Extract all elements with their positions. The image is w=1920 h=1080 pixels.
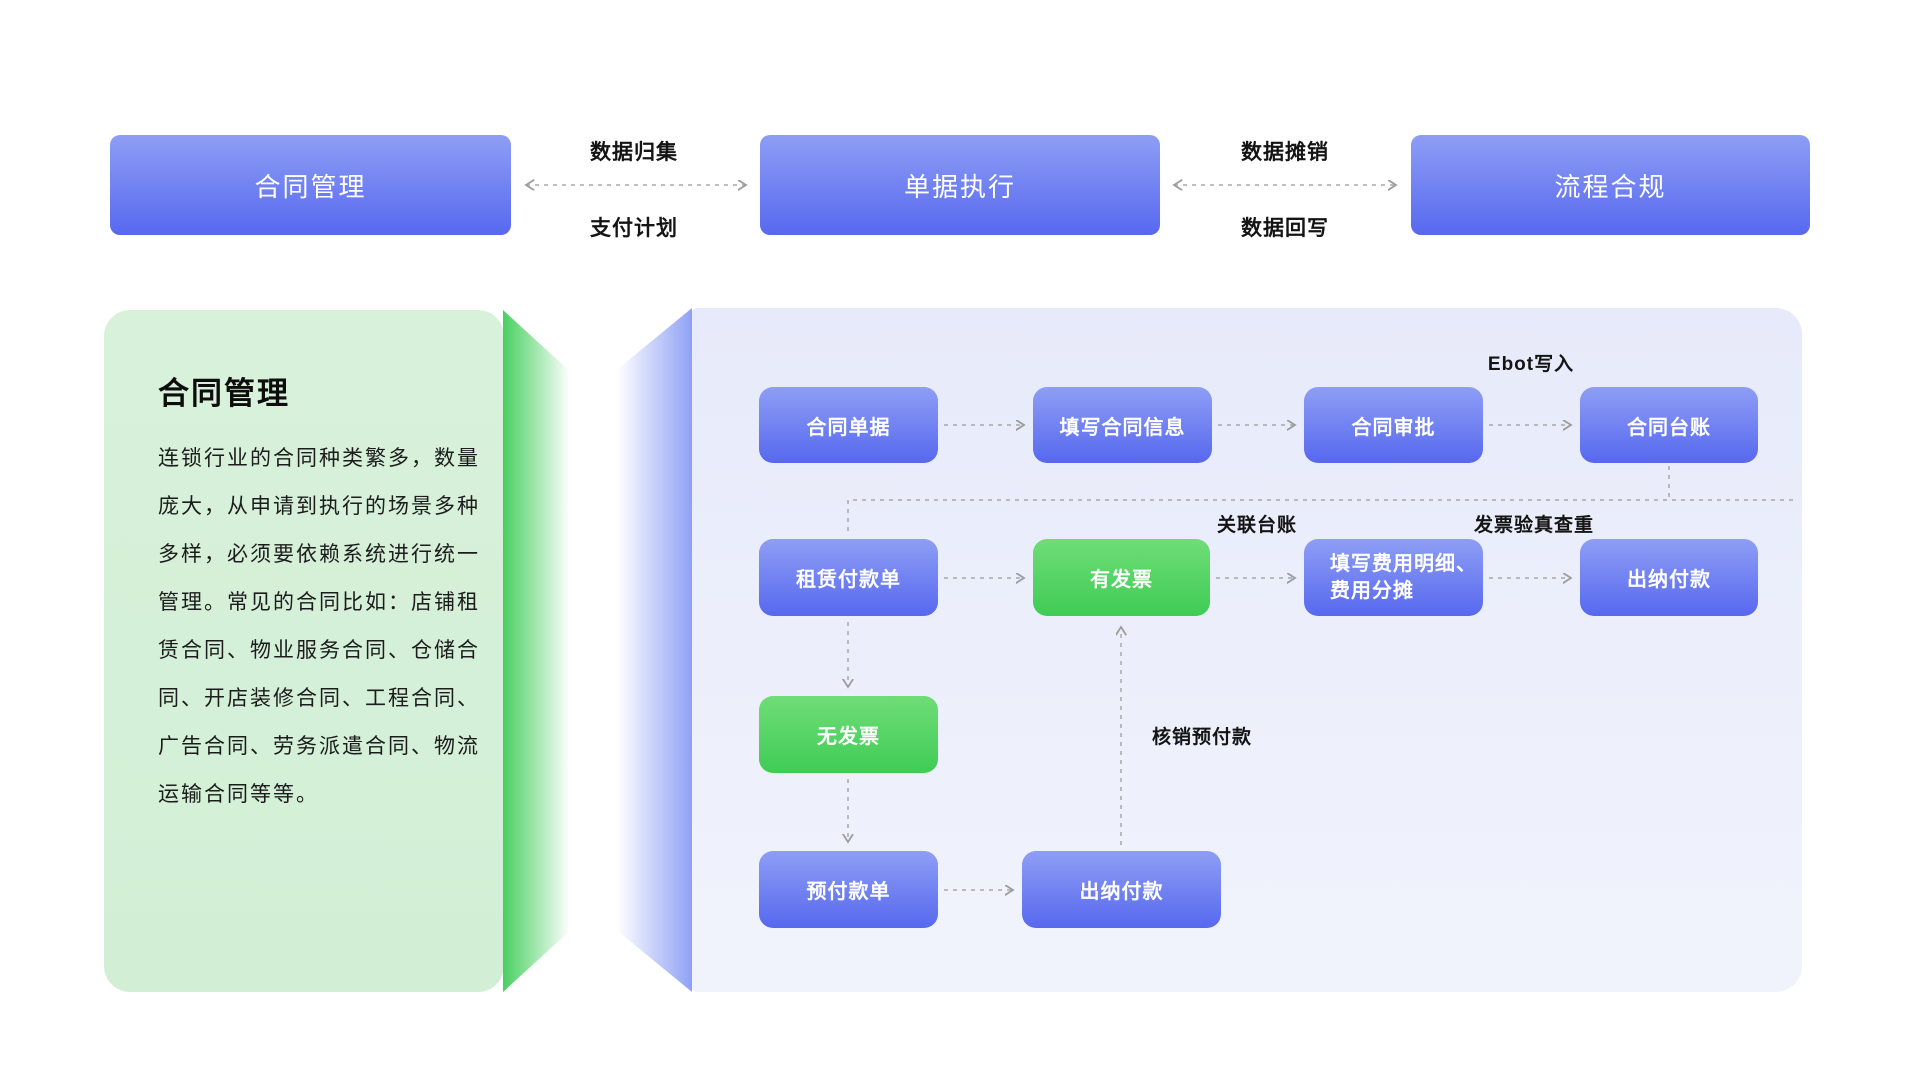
flow-node-prepayment-order: 预付款单 — [759, 851, 938, 928]
top-node-process-compliance: 流程合规 — [1411, 135, 1810, 235]
flow-node-has-invoice: 有发票 — [1033, 539, 1210, 616]
info-card-body: 连锁行业的合同种类繁多，数量庞大，从申请到执行的场景多种多样，必须要依赖系统进行… — [158, 447, 480, 806]
flow-node-contract-ledger: 合同台账 — [1580, 387, 1758, 463]
green-fold-decoration — [503, 310, 570, 992]
flow-node-rental-payment-order: 租赁付款单 — [759, 539, 938, 616]
flow-node-fill-expense-detail: 填写费用明细、费用分摊 — [1304, 539, 1483, 616]
info-card-title: 合同管理 — [158, 376, 290, 411]
flow-node-contract-doc: 合同单据 — [759, 387, 938, 463]
label-writeoff-prepay: 核销预付款 — [1152, 727, 1253, 748]
label-link-ledger: 关联台账 — [1216, 515, 1297, 536]
flow-node-cashier-payment: 出纳付款 — [1580, 539, 1758, 616]
flow-node-no-invoice: 无发票 — [759, 696, 938, 773]
blue-fold-decoration — [617, 308, 692, 992]
connector-label-payment-plan: 支付计划 — [590, 217, 678, 240]
flow-node-fill-contract-info: 填写合同信息 — [1033, 387, 1212, 463]
label-ebot-write: Ebot写入 — [1487, 354, 1575, 375]
contract-info-card: 合同管理 连锁行业的合同种类繁多，数量庞大，从申请到执行的场景多种多样，必须要依… — [104, 310, 504, 992]
top-node-document-execution: 单据执行 — [760, 135, 1160, 235]
connector-label-data-writeback: 数据回写 — [1241, 217, 1329, 240]
connector-label-data-collection: 数据归集 — [590, 141, 678, 164]
flow-node-contract-approval: 合同审批 — [1304, 387, 1483, 463]
label-invoice-verify: 发票验真查重 — [1473, 515, 1594, 536]
connector-label-data-amortization: 数据摊销 — [1241, 141, 1329, 164]
flow-node-cashier-payment-2: 出纳付款 — [1022, 851, 1221, 928]
top-node-contract-management: 合同管理 — [110, 135, 511, 235]
